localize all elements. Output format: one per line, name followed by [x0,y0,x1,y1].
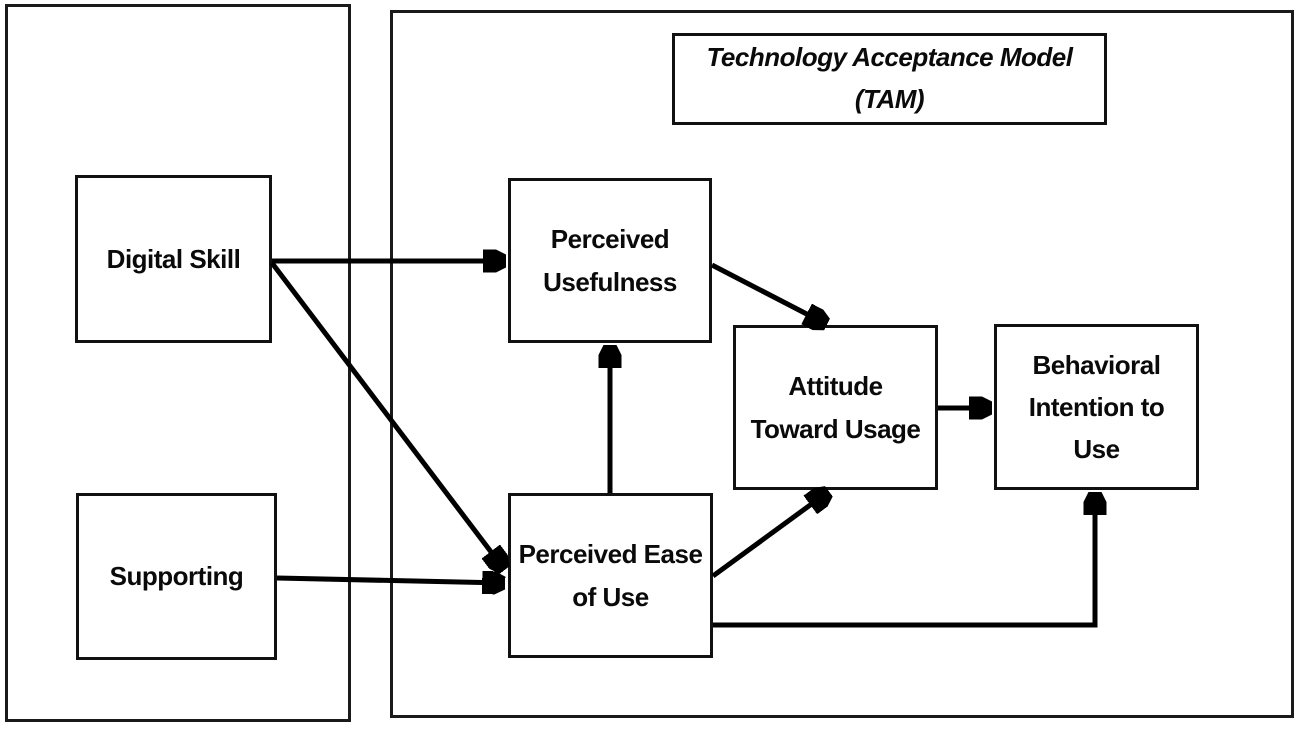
tam-title-line1: Technology Acceptance Model [706,42,1073,73]
tam-title-box: Technology Acceptance Model (TAM) [672,33,1107,125]
node-behavioral-intention-to-use: Behavioral Intention to Use [994,324,1199,490]
node-digital-skill: Digital Skill [75,175,272,343]
node-perceived-ease-of-use: Perceived Ease of Use [508,493,713,658]
node-perceived-usefulness: Perceived Usefulness [508,178,712,343]
node-supporting-label: Supporting [109,561,244,592]
node-supporting: Supporting [76,493,277,660]
node-perceived-ease-of-use-label: Perceived Ease of Use [518,539,703,612]
node-perceived-usefulness-label: Perceived Usefulness [543,224,677,297]
node-behavioral-intention-to-use-label: Behavioral Intention to Use [1028,349,1165,465]
tam-title-line2: (TAM) [854,84,925,114]
node-attitude-toward-usage: Attitude Toward Usage [733,325,938,490]
node-digital-skill-label: Digital Skill [106,243,241,274]
node-attitude-toward-usage-label: Attitude Toward Usage [750,371,921,444]
